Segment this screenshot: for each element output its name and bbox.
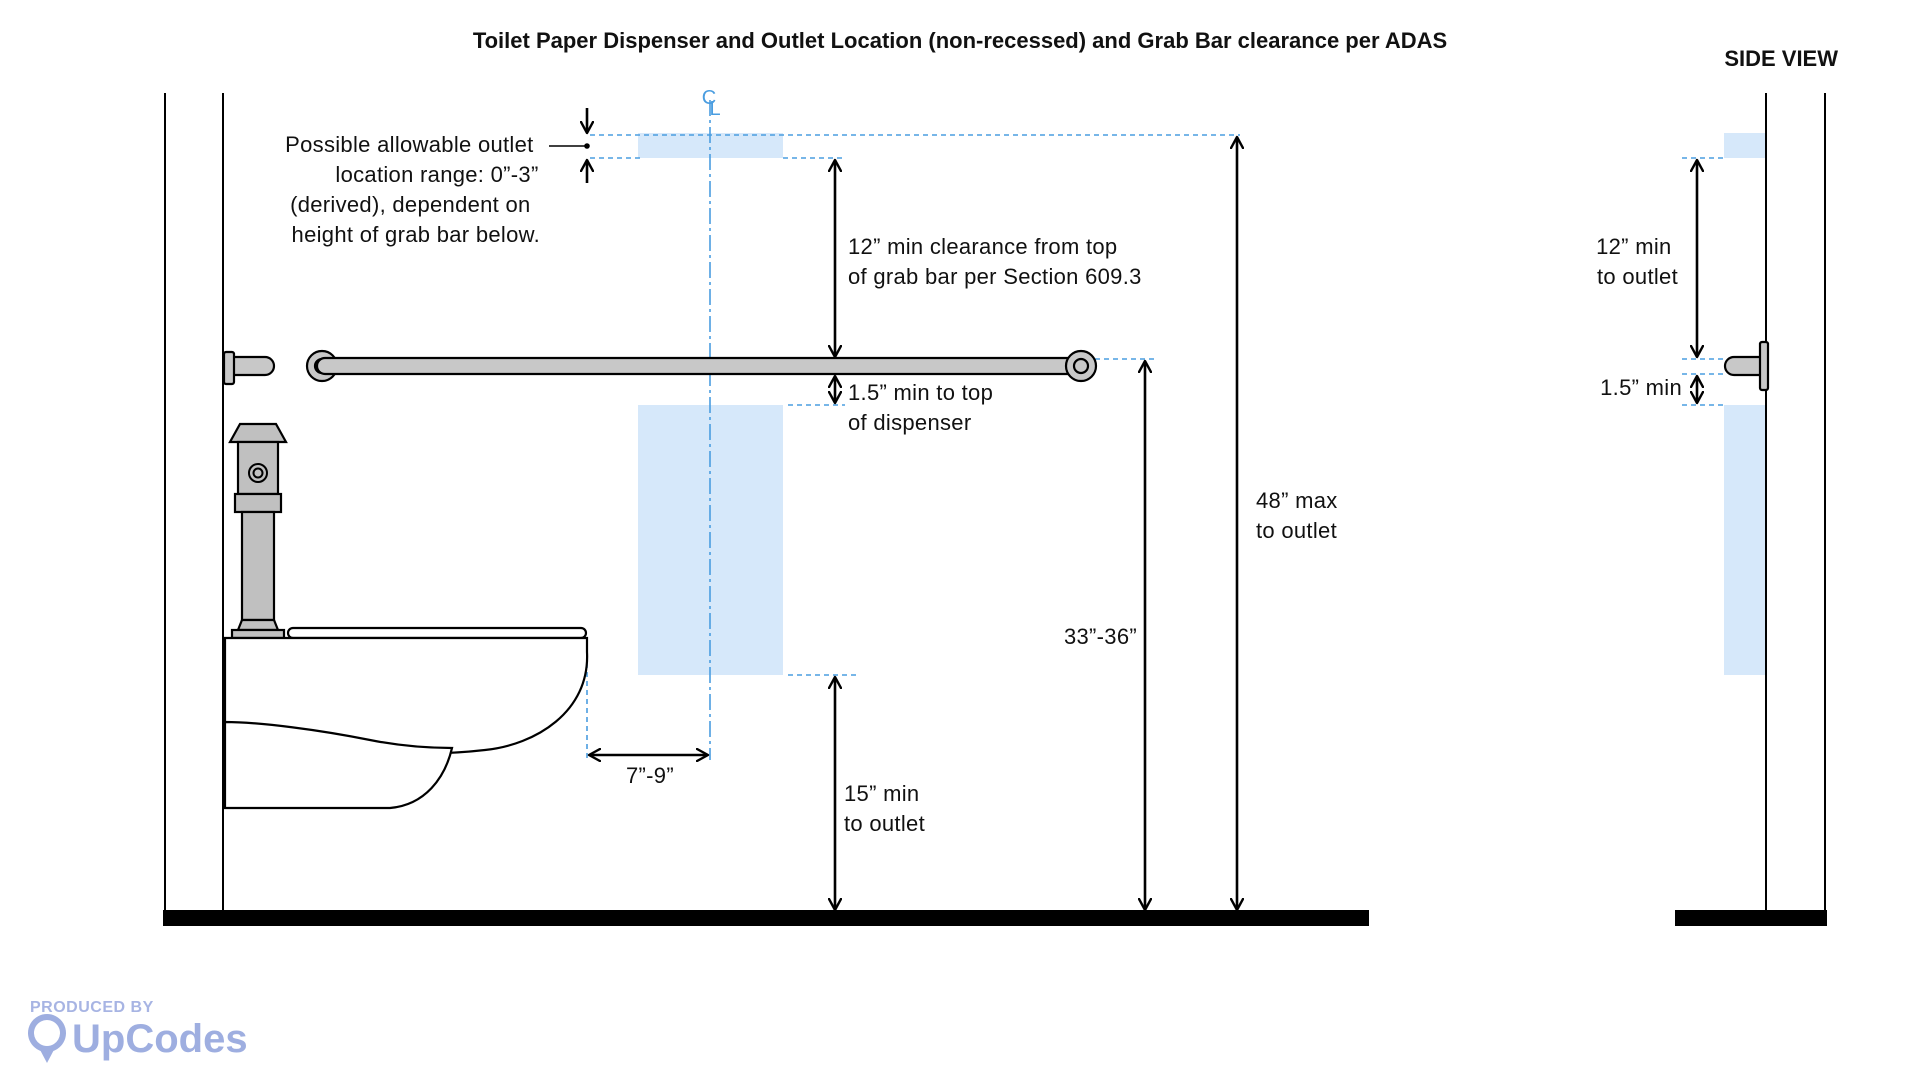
centerline-symbol-c: C: [702, 87, 716, 109]
range-7-9-label: 7”-9”: [626, 763, 674, 788]
upcodes-pin-icon: [28, 1014, 66, 1063]
side-outlet-zone: [1724, 133, 1765, 158]
toilet: [223, 626, 589, 810]
clearance-12-label: 12” min clearance from top of grab bar p…: [848, 234, 1142, 289]
outlet-range-marker: [549, 108, 590, 183]
side-view: 12” min to outlet 1.5” min: [1596, 93, 1827, 926]
min-1-5-label: 1.5” min to top of dispenser: [848, 380, 1000, 435]
side-view-label: SIDE VIEW: [1724, 46, 1838, 71]
flush-valve: [228, 422, 288, 640]
side-grab-bar: [1723, 340, 1770, 392]
centerline-symbol-l: L: [709, 98, 720, 120]
range-33-36-label: 33”-36”: [1064, 624, 1137, 649]
side-12-label: 12” min to outlet: [1596, 234, 1678, 289]
min-15-label: 15” min to outlet: [844, 781, 926, 836]
upcodes-credit: PRODUCED BY UpCodes: [28, 999, 248, 1063]
location-pin-icon: [584, 143, 590, 149]
max-48-label: 48” max to outlet: [1256, 488, 1344, 543]
side-1-5-label: 1.5” min: [1600, 375, 1682, 400]
produced-by-text: PRODUCED BY: [30, 999, 154, 1016]
floor: [163, 910, 1369, 926]
front-view: C L: [163, 87, 1369, 926]
diagram-title: Toilet Paper Dispenser and Outlet Locati…: [473, 28, 1447, 53]
upcodes-wordmark: UpCodes: [72, 1017, 248, 1061]
grab-bar: [222, 349, 1098, 386]
side-dispenser-zone: [1724, 405, 1765, 675]
outlet-range-note: Possible allowable outlet location range…: [285, 132, 545, 247]
side-floor: [1675, 910, 1827, 926]
